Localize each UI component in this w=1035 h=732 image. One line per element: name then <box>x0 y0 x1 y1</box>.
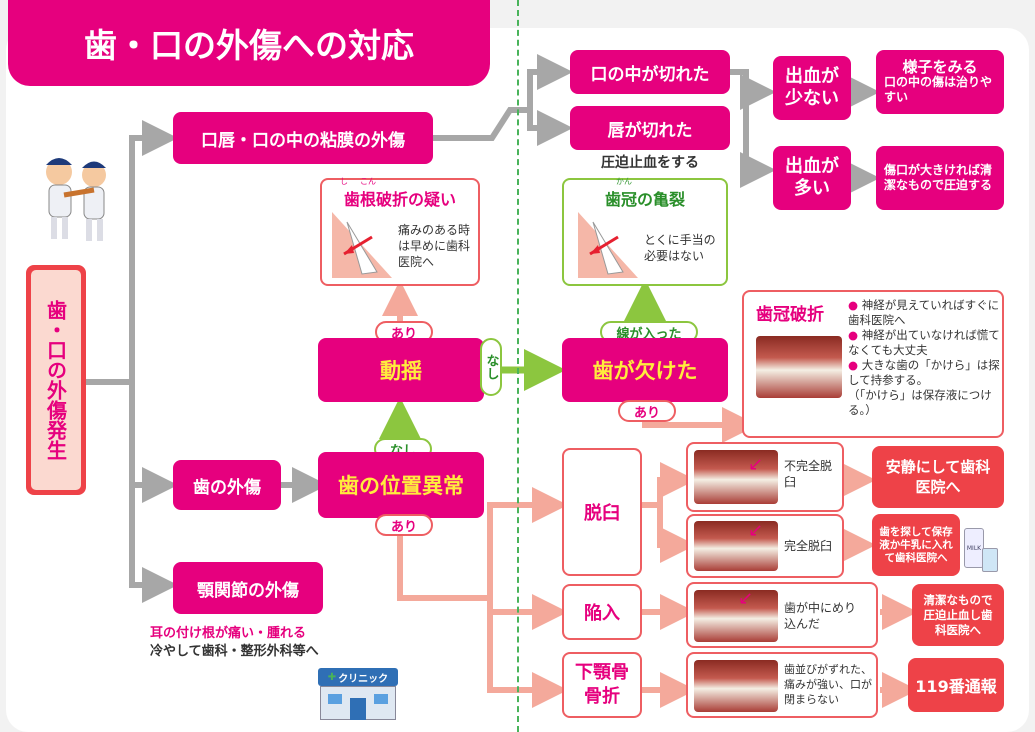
complete-dislocation-box: ↙ 完全脱臼 <box>686 514 844 578</box>
watch-title: 様子をみる <box>902 57 978 76</box>
jaw-fracture-box: 下顎骨骨折 <box>562 652 642 718</box>
preserve-box: 歯を探して保存液か牛乳に入れて歯科医院へ <box>872 514 960 576</box>
incomplete-dislocation-box: ↙ 不完全脱臼 <box>686 442 844 512</box>
milk-bottle-icon: MILK <box>962 518 1000 576</box>
dislocation-box: 脱臼 <box>562 448 642 576</box>
label-nashi-mobility: なし <box>480 338 502 396</box>
chipped-box: 歯が欠けた <box>562 338 728 402</box>
jaw-fracture-desc-text: 歯並びがずれた、痛みが強い、口が閉まらない <box>784 663 872 706</box>
intrusion-photo <box>694 590 778 642</box>
intrusion-box: 陥入 <box>562 584 642 640</box>
clinic-label: クリニック <box>338 673 389 685</box>
tooth-crack-icon <box>578 212 638 278</box>
crown-crack-text: とくに手当の必要はない <box>644 233 716 263</box>
chipped-tooth-photo <box>756 336 842 398</box>
complete-dislocation-text: 完全脱臼 <box>784 539 833 553</box>
branch-tmj: 顎関節の外傷 <box>173 562 323 614</box>
watch-box: 様子をみる 口の中の傷は治りやすい <box>876 50 1004 114</box>
root-fracture-box: し こん 歯根破折の疑い 痛みのある時は早めに歯科医院へ <box>320 177 480 286</box>
tmj-note-action: 冷やして歯科・整形外科等へ <box>150 644 319 659</box>
intrusion-desc-text: 歯が中にめり込んだ <box>784 601 857 631</box>
branch-mucosa: 口唇・口の中の粘膜の外傷 <box>173 112 433 164</box>
start-box: 歯・口の外傷発生 <box>26 265 86 495</box>
crown-fracture-bullet-3: ● 大きな歯の「かけら」は探して持参する。 <box>848 358 1000 387</box>
crown-fracture-sub: （「かけら」は保存液につける。） <box>848 388 992 417</box>
intrusion-action-box: 清潔なもので圧迫止血し歯科医院へ <box>912 584 1004 646</box>
root-fracture-title: 歯根破折の疑い <box>343 190 456 209</box>
root-fracture-text: 痛みのある時は早めに歯科医院へ <box>398 223 471 269</box>
intrusion-desc-box: ↙ 歯が中にめり込んだ <box>686 582 878 648</box>
position-box: 歯の位置異常 <box>318 452 484 518</box>
call-119-box: 119番通報 <box>908 658 1004 712</box>
start-label: 歯・口の外傷発生 <box>31 270 81 490</box>
ruby-kon: こん <box>360 177 376 186</box>
crown-crack-box: かん 歯冠の亀裂 とくに手当の必要はない <box>562 177 728 286</box>
large-wound-box: 傷口が大きければ清潔なもので圧迫する <box>876 146 1004 210</box>
complete-dislocation-photo <box>694 521 778 571</box>
mouth-cut-box: 口の中が切れた <box>570 50 730 94</box>
arrow-icon: ↙ <box>748 520 764 541</box>
crown-fracture-box: 歯冠破折 ● 神経が見えていればすぐに歯科医院へ ● 神経が出ていなければ慌てな… <box>742 290 1004 438</box>
arrow-icon: ↙ <box>738 588 754 609</box>
arrow-icon: ↙ <box>748 454 764 475</box>
clinic-icon: ✚クリニック <box>318 668 398 720</box>
lip-cut-box: 唇が切れた <box>570 106 730 150</box>
incomplete-dislocation-photo <box>694 450 778 504</box>
watch-text: 口の中の傷は治りやすい <box>884 74 993 104</box>
crown-crack-title: 歯冠の亀裂 <box>604 190 685 209</box>
crown-fracture-bullet-1: ● 神経が見えていればすぐに歯科医院へ <box>848 298 1000 327</box>
tooth-root-fracture-icon <box>332 212 392 278</box>
jaw-fracture-desc-box: 歯並びがずれた、痛みが強い、口が閉まらない <box>686 652 878 718</box>
center-divider <box>517 0 519 732</box>
crown-fracture-bullet-2: ● 神経が出ていなければ慌てなくても大丈夫 <box>848 328 1000 357</box>
jaw-fracture-photo <box>694 660 778 712</box>
milk-label: MILK <box>964 528 984 568</box>
ruby-kan: かん <box>616 177 632 186</box>
pressure-text: 圧迫止血をする <box>601 155 699 171</box>
large-wound-text: 傷口が大きければ清潔なもので圧迫する <box>884 163 993 192</box>
baseball-players-illustration <box>46 158 106 241</box>
much-bleeding-box: 出血が多い <box>773 146 851 210</box>
page-title: 歯・口の外傷への対応 <box>8 0 490 86</box>
rest-box: 安静にして歯科医院へ <box>872 446 1004 508</box>
label-ari-mobility: あり <box>375 321 433 343</box>
mobility-box: 動揺 <box>318 338 484 402</box>
ruby-shi: し <box>340 177 348 186</box>
incomplete-dislocation-text: 不完全脱臼 <box>784 459 833 489</box>
little-bleeding-box: 出血が少ない <box>773 56 851 120</box>
label-ari-chipped: あり <box>618 400 676 422</box>
tmj-note-symptom: 耳の付け根が痛い・腫れる <box>150 626 307 641</box>
crown-fracture-bullets: ● 神経が見えていればすぐに歯科医院へ ● 神経が出ていなければ慌てなくても大丈… <box>848 298 1002 418</box>
crown-fracture-title: 歯冠破折 <box>756 305 824 325</box>
label-ari-position: あり <box>375 514 433 536</box>
branch-tooth: 歯の外傷 <box>173 460 281 510</box>
